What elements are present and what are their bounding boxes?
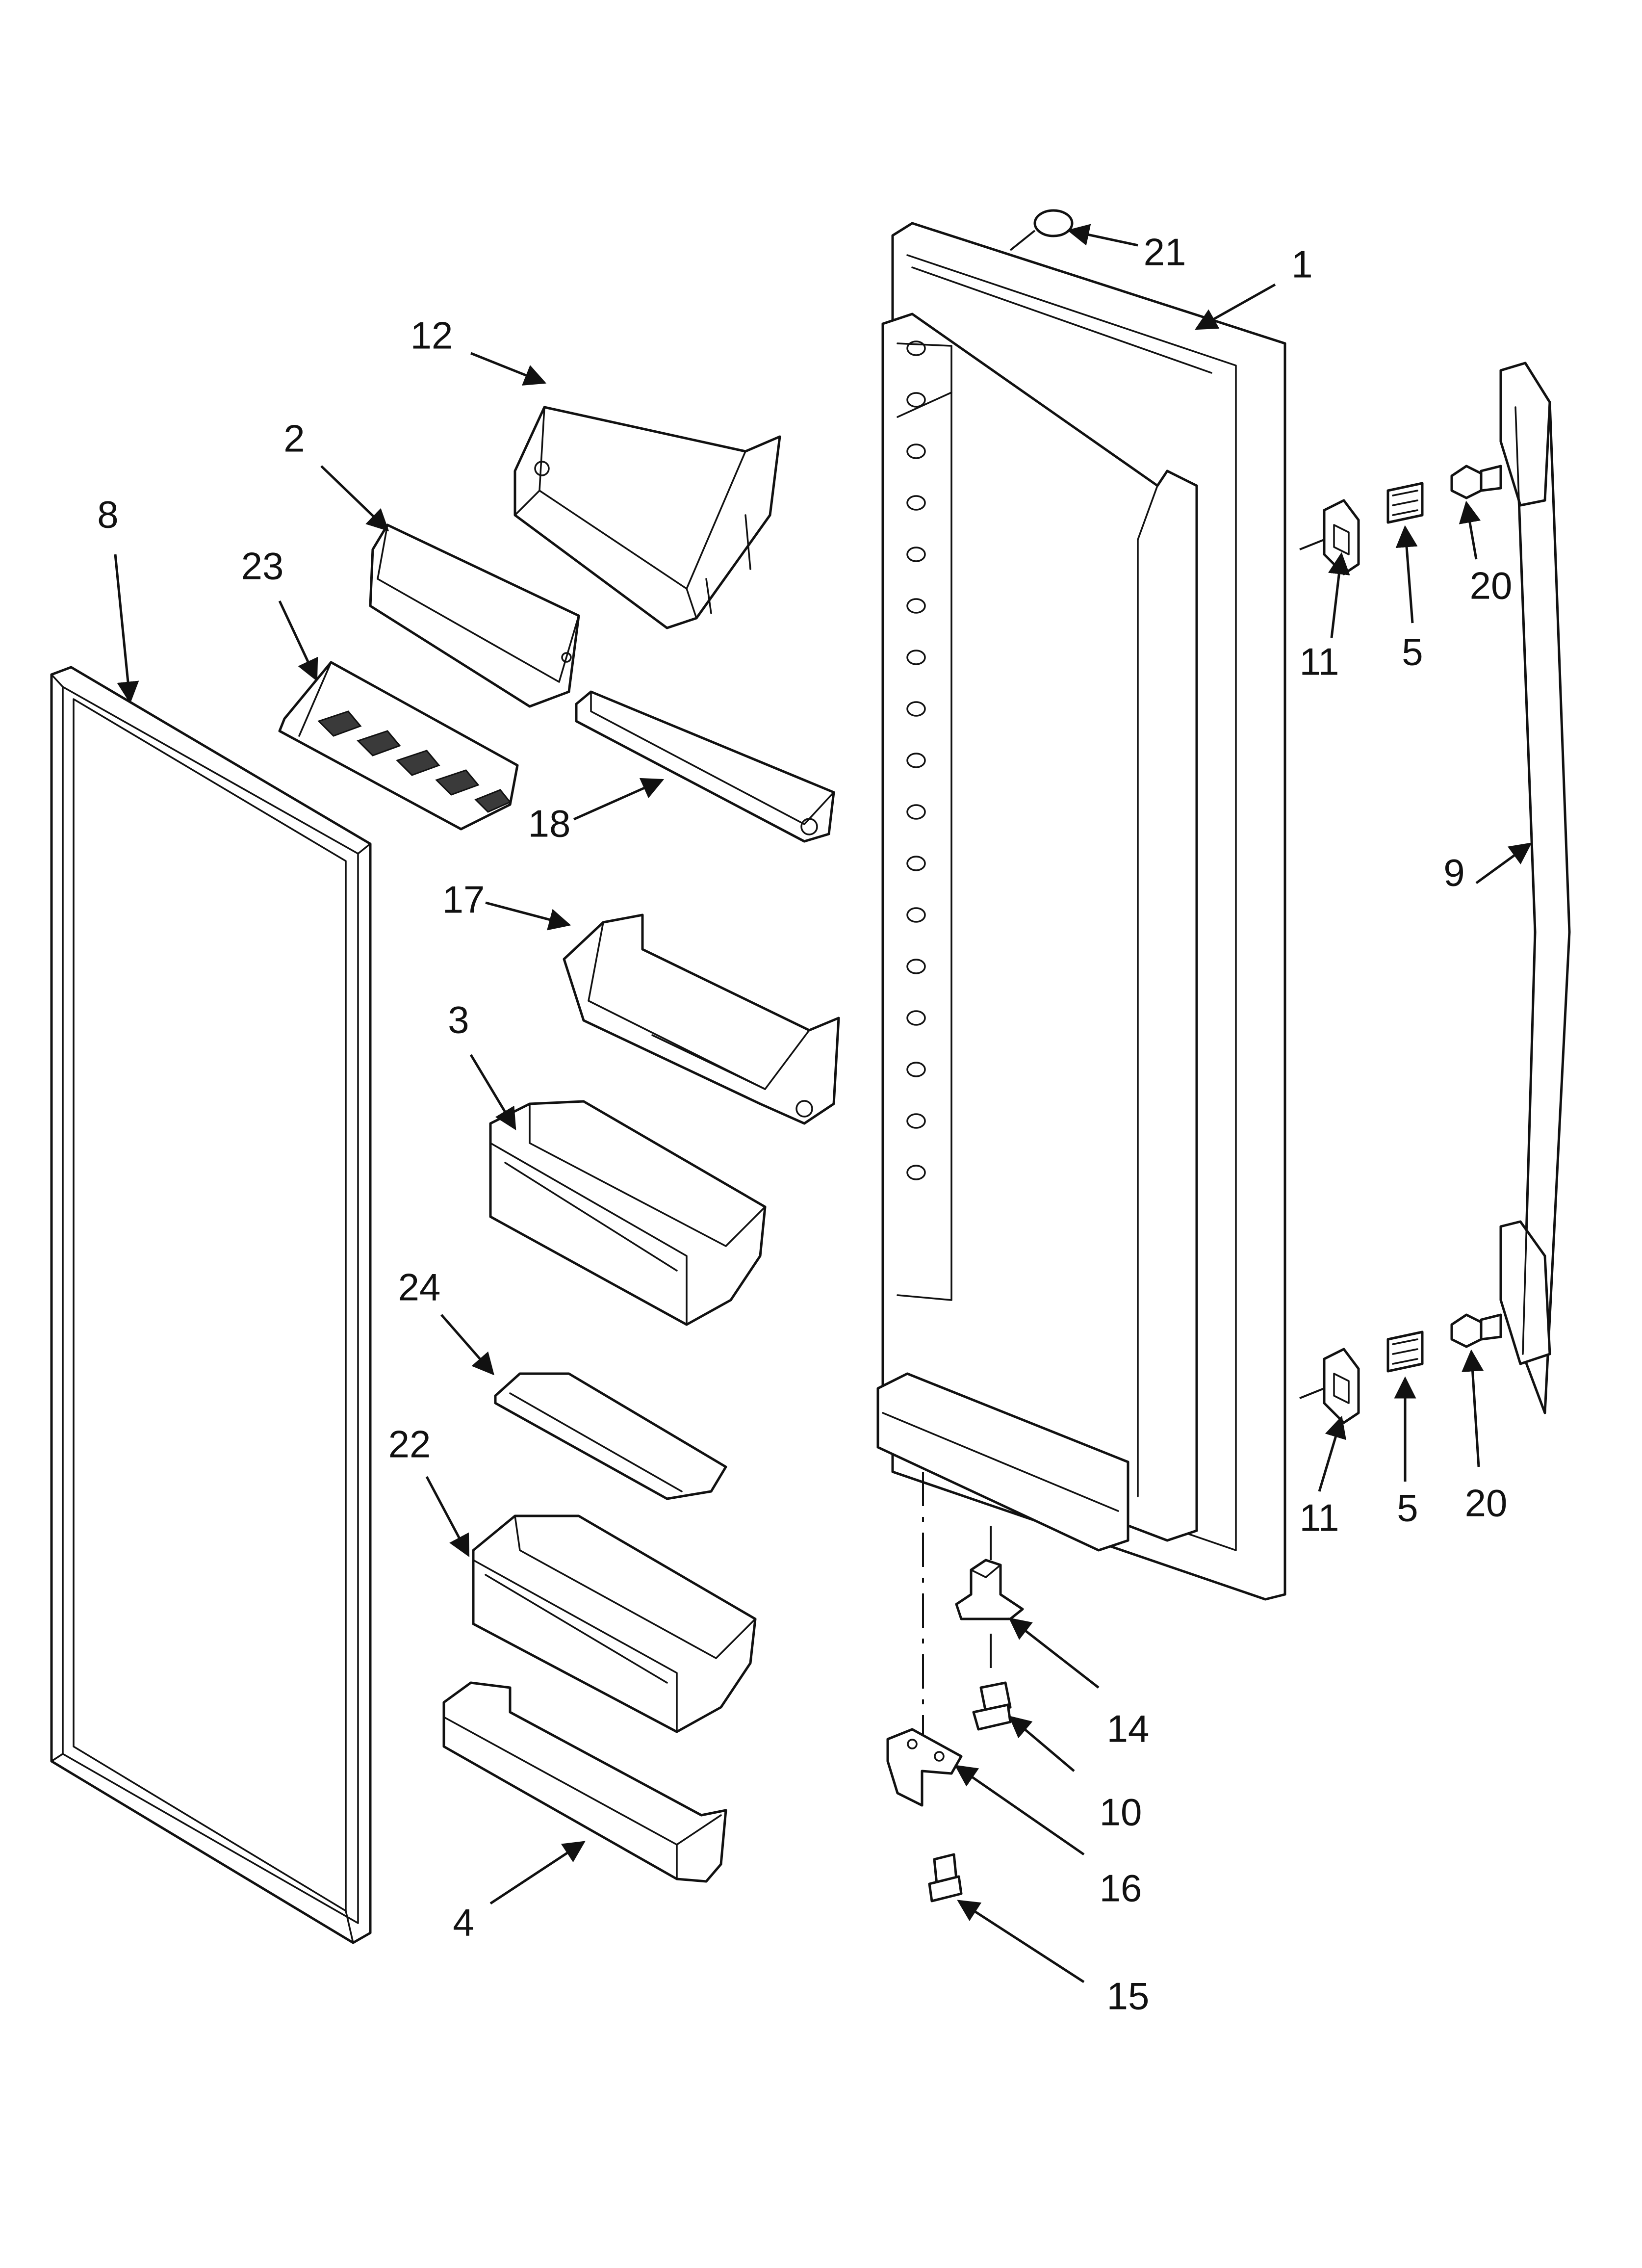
callout-21: 21 <box>1144 231 1186 274</box>
callout-1: 1 <box>1291 243 1312 286</box>
hinge-bracket-screw <box>928 1853 963 1903</box>
callout-20-lower: 20 <box>1465 1482 1508 1525</box>
callout-17: 17 <box>442 878 485 921</box>
shelf-slots <box>906 340 926 1180</box>
callout-4: 4 <box>453 1901 474 1944</box>
egg-tray <box>278 661 519 831</box>
callout-24: 24 <box>398 1266 441 1309</box>
callout-2: 2 <box>283 417 305 460</box>
door-assembly <box>876 222 1286 1601</box>
bin-insert <box>494 1372 727 1500</box>
callout-22: 22 <box>388 1423 431 1466</box>
callout-5-upper: 5 <box>1402 630 1423 674</box>
callout-10: 10 <box>1100 1791 1142 1834</box>
lower-handle-clip <box>1323 1348 1360 1424</box>
hinge-pin <box>955 1559 1024 1620</box>
callout-9: 9 <box>1443 851 1464 894</box>
upper-handle-screw <box>1386 482 1424 524</box>
bin-door <box>369 523 580 708</box>
lower-handle-bolt <box>1450 1313 1502 1348</box>
callout-11-upper: 11 <box>1300 640 1339 683</box>
upper-handle-bolt <box>1450 465 1502 499</box>
leader-lines <box>114 224 1532 1983</box>
callout-12: 12 <box>410 314 453 357</box>
door-bin-upper <box>489 1100 767 1326</box>
gallon-bin <box>563 913 840 1125</box>
door-handle <box>1499 362 1571 1414</box>
callout-16: 16 <box>1100 1867 1142 1910</box>
callout-20-upper: 20 <box>1470 564 1513 607</box>
door-bin-lower <box>472 1514 757 1733</box>
dairy-bin <box>513 406 781 629</box>
door-gasket <box>50 666 372 1944</box>
door-rail-bin <box>442 1681 727 1883</box>
callout-23: 23 <box>241 545 284 588</box>
callout-18: 18 <box>528 802 571 845</box>
callout-8: 8 <box>97 493 118 536</box>
hinge-bracket <box>886 1728 963 1807</box>
callout-3: 3 <box>448 998 469 1042</box>
hinge-screw <box>972 1681 1012 1731</box>
door-plug <box>1009 209 1074 251</box>
callout-15: 15 <box>1107 1975 1150 2018</box>
lower-handle-screw <box>1386 1330 1424 1373</box>
callout-5-lower: 5 <box>1397 1486 1418 1530</box>
snack-bin <box>575 690 835 843</box>
callout-labels: 21 1 12 2 8 23 18 17 3 24 22 4 11 5 20 9… <box>97 231 1512 2018</box>
callout-14: 14 <box>1107 1707 1150 1750</box>
callout-11-lower: 11 <box>1300 1496 1339 1539</box>
